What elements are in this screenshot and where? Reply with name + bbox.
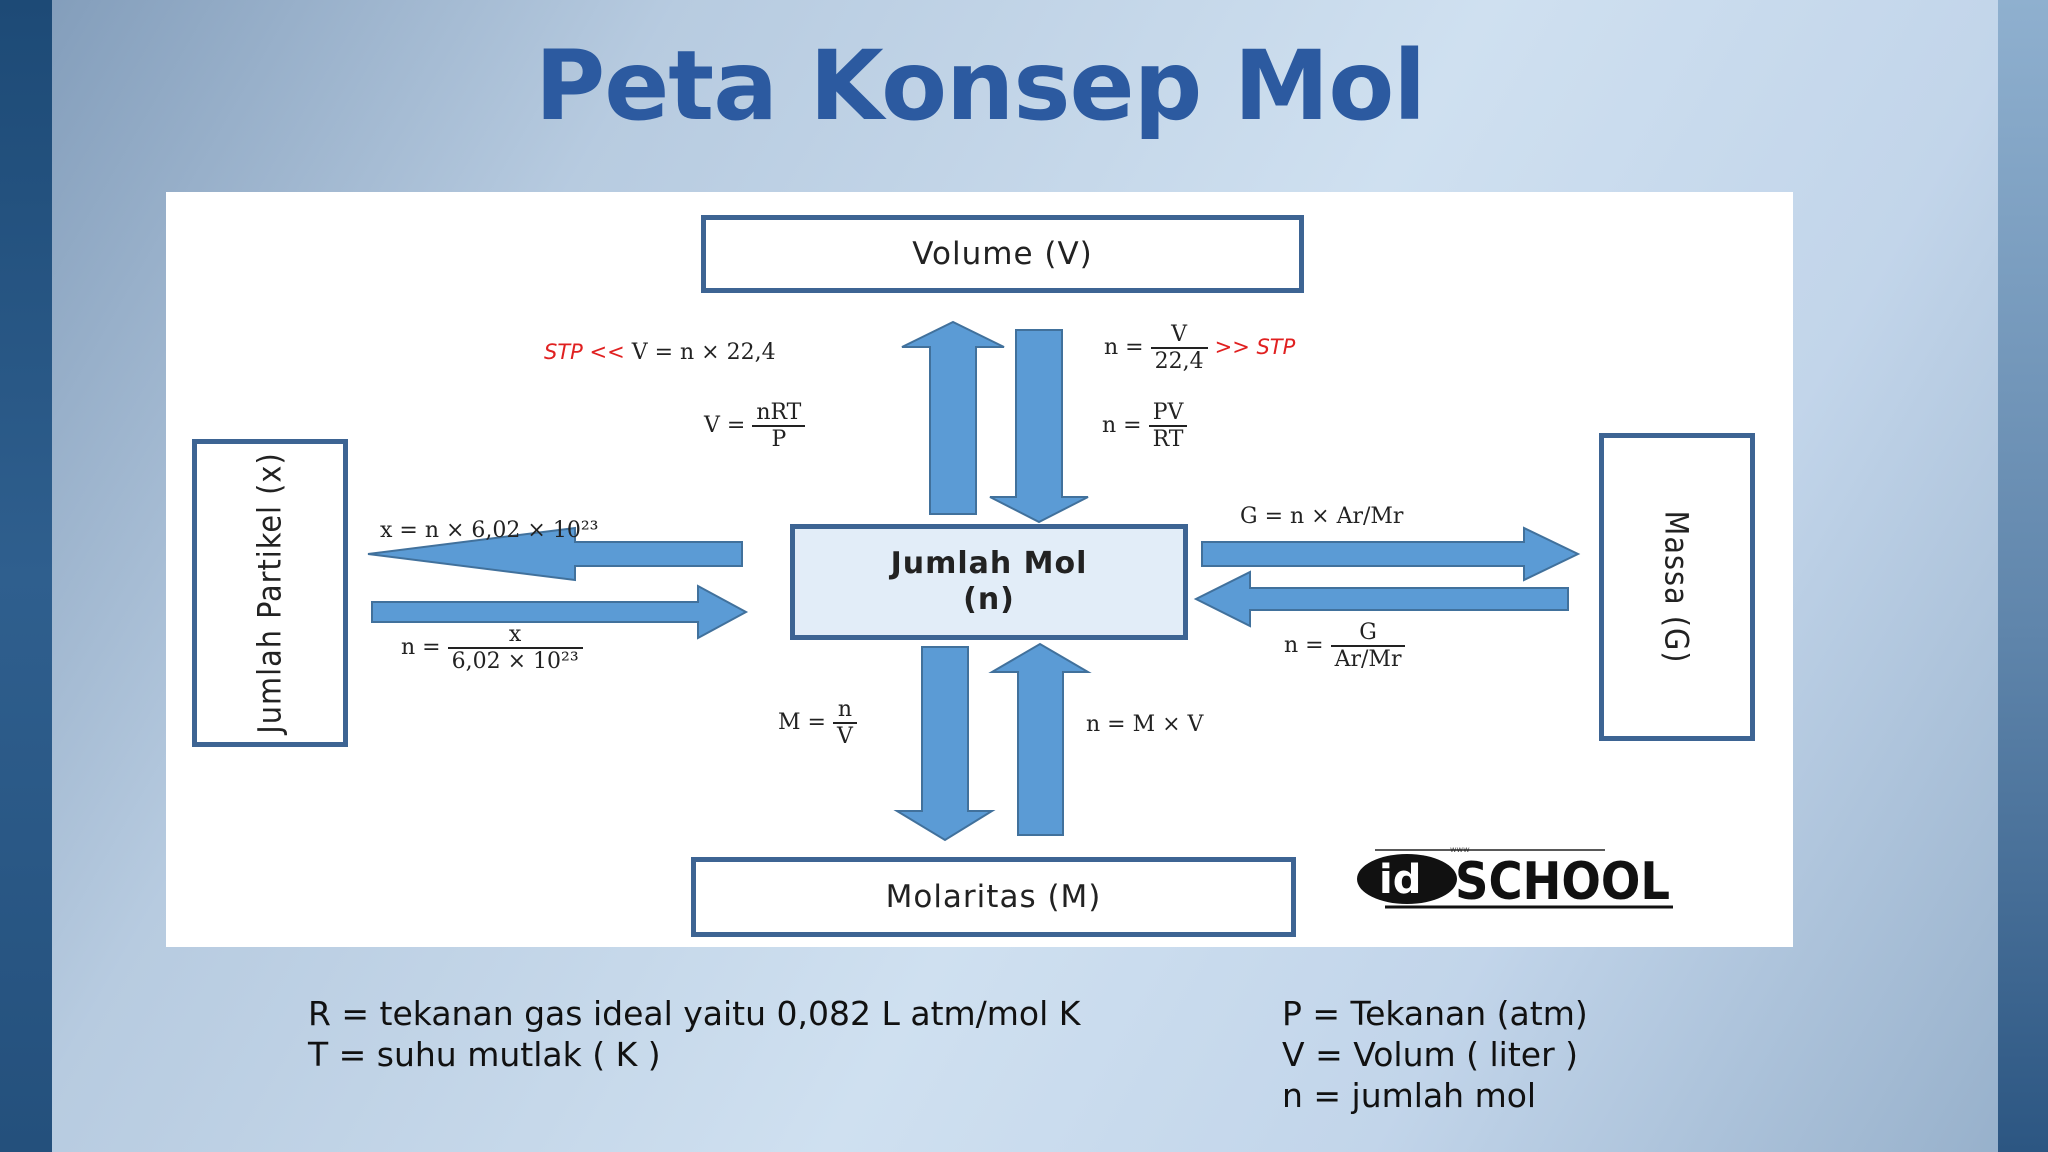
arrow-up-to-volume — [901, 320, 1005, 515]
m-lhs: M = — [778, 710, 826, 735]
n-from-g-fraction: G Ar/Mr — [1330, 620, 1406, 672]
legend-right: P = Tekanan (atm) V = Volum ( liter ) n … — [1282, 993, 1588, 1116]
logo-id-text: id — [1379, 857, 1421, 903]
arrow-left-to-particles — [367, 526, 743, 582]
arrow-down-to-molarity — [893, 646, 996, 842]
center-mole-box: Jumlah Mol (n) — [790, 524, 1188, 640]
slide-title: Peta Konsep Mol — [534, 30, 1426, 142]
logo-school-text: SCHOOL — [1455, 852, 1670, 912]
n-stp-fraction: V 22,4 — [1150, 322, 1208, 374]
center-label-line2: (n) — [963, 582, 1015, 617]
formula-n-from-x: n = x 6,02 × 10²³ — [401, 622, 583, 674]
formula-n-from-m: n = M × V — [1086, 712, 1204, 737]
stp-right-label: >> STP — [1214, 335, 1296, 359]
right-edge-band — [1998, 0, 2048, 1152]
logo-badge-icon — [1357, 854, 1457, 904]
formula-n-ideal: n = PV RT — [1102, 400, 1188, 452]
concept-map-panel: Volume (V) Jumlah Mol (n) Jumlah Partike… — [166, 192, 1793, 947]
formula-n-from-g: n = G Ar/Mr — [1284, 620, 1406, 672]
n-from-g-num: G — [1330, 620, 1406, 647]
arrow-right-to-center — [371, 584, 749, 640]
arrow-right-to-mass — [1201, 526, 1581, 582]
left-edge-band — [0, 0, 52, 1152]
legend-item-n: n = jumlah mol — [1282, 1076, 1537, 1115]
arrows-layer — [367, 320, 1581, 842]
n-from-g-lhs: n = — [1284, 633, 1324, 658]
n-from-x-lhs: n = — [401, 635, 441, 660]
n-stp-den: 22,4 — [1154, 349, 1204, 374]
stp-left-label: STP << — [544, 340, 625, 364]
mass-box: Massa (G) — [1599, 433, 1755, 741]
legend-item-t: T = suhu mutlak ( K ) — [308, 1035, 661, 1074]
m-num: n — [832, 697, 857, 724]
n-from-x-fraction: x 6,02 × 10²³ — [447, 622, 583, 674]
n-ideal-fraction: PV RT — [1148, 400, 1188, 452]
v-ideal-den: P — [771, 427, 787, 452]
particles-label: Jumlah Partikel (x) — [251, 452, 289, 734]
n-ideal-lhs: n = — [1102, 413, 1142, 438]
legend-left: R = tekanan gas ideal yaitu 0,082 L atm/… — [308, 993, 1080, 1075]
particles-box: Jumlah Partikel (x) — [192, 439, 348, 747]
formula-n-stp: n = V 22,4 >> STP — [1104, 322, 1295, 374]
idschool-logo: www id SCHOOL — [1357, 845, 1673, 912]
center-label-line1: Jumlah Mol — [890, 546, 1088, 581]
legend-item-v: V = Volum ( liter ) — [1282, 1035, 1579, 1074]
v-ideal-num: nRT — [752, 400, 806, 427]
formula-molarity: M = n V — [778, 697, 857, 749]
n-from-x-num: x — [447, 622, 583, 649]
arrow-up-to-center — [988, 642, 1092, 836]
n-from-x-den: 6,02 × 10²³ — [451, 649, 579, 674]
volume-label: Volume (V) — [912, 236, 1093, 272]
legend-item-p: P = Tekanan (atm) — [1282, 994, 1588, 1033]
arrow-left-to-center — [1193, 570, 1569, 628]
formula-v-ideal: V = nRT P — [704, 400, 806, 452]
m-fraction: n V — [832, 697, 857, 749]
molarity-label: Molaritas (M) — [885, 879, 1102, 915]
legend-item-r: R = tekanan gas ideal yaitu 0,082 L atm/… — [308, 994, 1081, 1033]
n-from-g-den: Ar/Mr — [1334, 647, 1402, 672]
v-ideal-fraction: nRT P — [752, 400, 806, 452]
n-ideal-num: PV — [1148, 400, 1188, 427]
formula-x-from-n: x = n × 6,02 × 10²³ — [380, 518, 599, 543]
n-stp-num: V — [1150, 322, 1208, 349]
m-den: V — [836, 724, 853, 749]
v-stp-text: V = n × 22,4 — [631, 340, 776, 365]
molarity-box: Molaritas (M) — [691, 857, 1296, 937]
volume-box: Volume (V) — [701, 215, 1304, 293]
n-stp-lhs: n = — [1104, 335, 1144, 360]
n-ideal-den: RT — [1152, 427, 1184, 452]
mass-label: Massa (G) — [1658, 510, 1697, 664]
formula-g-from-n: G = n × Ar/Mr — [1240, 504, 1404, 529]
formula-v-stp: STP << V = n × 22,4 — [544, 340, 776, 365]
arrow-down-to-center — [989, 329, 1089, 524]
v-ideal-lhs: V = — [704, 413, 746, 438]
